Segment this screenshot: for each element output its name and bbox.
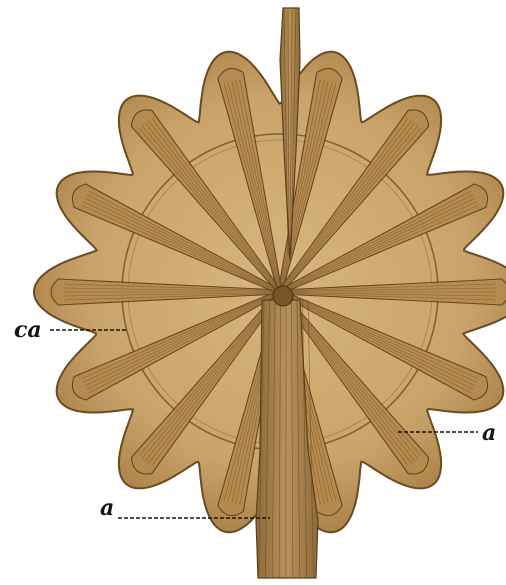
label-a-right-text: a xyxy=(482,420,496,446)
label-ca-text: ca xyxy=(14,317,42,343)
center-node xyxy=(273,286,293,306)
label-a-bottom-text: a xyxy=(100,495,114,521)
